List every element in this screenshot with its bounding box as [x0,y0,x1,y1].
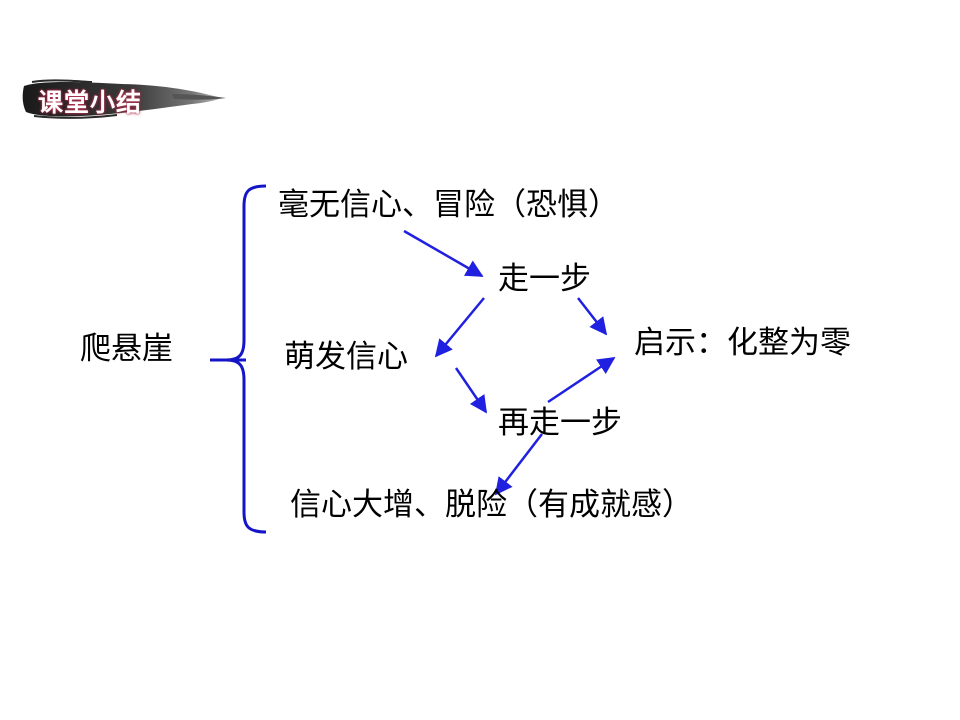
badge-label: 课堂小结 [38,88,143,117]
node-budding-confidence: 萌发信心 [284,339,408,375]
arrow-n2-to-n3 [434,297,485,358]
node-one-step: 走一步 [498,261,591,297]
arrow-n4-to-n6 [547,356,616,404]
arrow-n1-to-n2 [403,229,484,278]
ink-brush-stroke [22,79,226,119]
arrow-n2-to-n6 [577,297,608,336]
root-node: 爬悬崖 [80,331,173,367]
arrow-n4-to-n5 [494,433,543,496]
section-badge: 课堂小结 [22,76,228,120]
node-another-step: 再走一步 [498,405,622,441]
node-lesson: 启示：化整为零 [634,325,851,361]
curly-brace [225,184,267,534]
node-no-confidence: 毫无信心、冒险（恐惧） [278,187,619,223]
arrow-n3-to-n4 [454,367,488,414]
node-escape: 信心大增、脱险（有成就感） [290,487,693,523]
